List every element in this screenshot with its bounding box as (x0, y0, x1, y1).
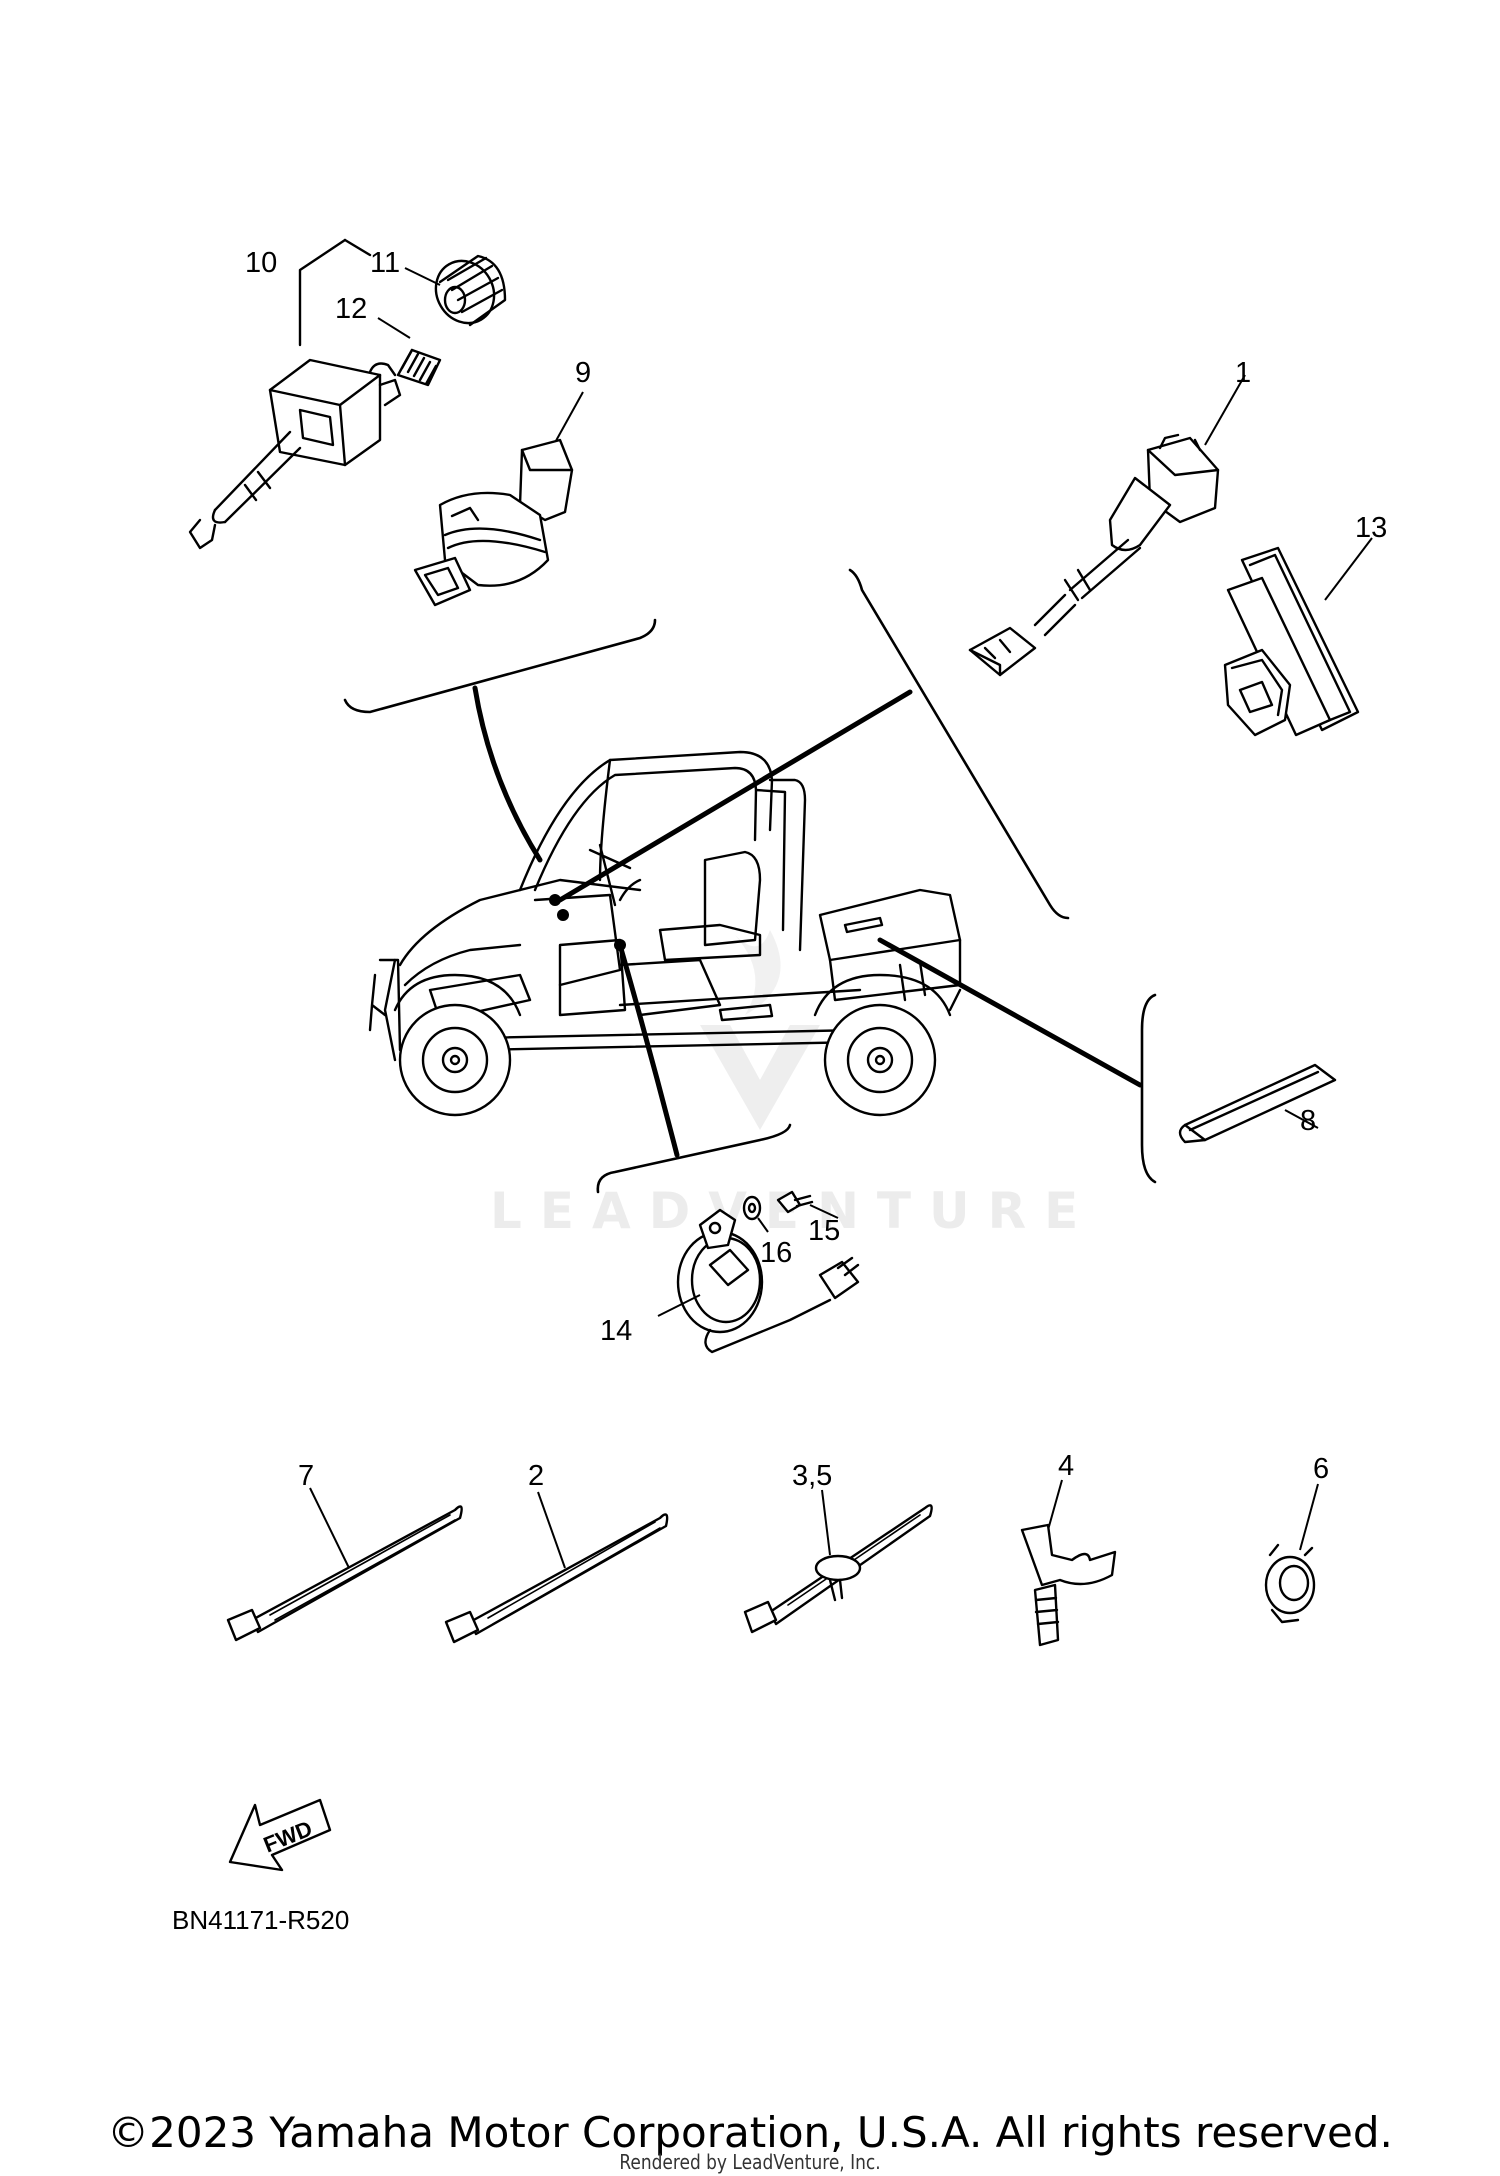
part-1-socket (968, 374, 1246, 677)
callout-3-5: 3,5 (792, 1460, 832, 1492)
leadventure-watermark: LEADVENTURE (490, 930, 1096, 1240)
callout-2: 2 (528, 1460, 544, 1492)
mount-point (614, 939, 626, 951)
watermark-text: LEADVENTURE (490, 1182, 1096, 1240)
fwd-arrow-icon: FWD (228, 1798, 332, 1872)
callout-15: 15 (808, 1215, 840, 1247)
part-14-horn (657, 1208, 860, 1354)
part-7-cable-tie (226, 1487, 463, 1642)
part-16-washer (742, 1195, 769, 1233)
callout-13: 13 (1355, 512, 1387, 544)
copyright-notice: ©2023 Yamaha Motor Corporation, U.S.A. A… (107, 2108, 1393, 2157)
callout-16: 16 (760, 1237, 792, 1269)
callout-6: 6 (1313, 1453, 1329, 1485)
bracket-leaders (472, 685, 1143, 1158)
utv-vehicle-outline (368, 750, 962, 1117)
part-9-switch (413, 391, 584, 607)
callout-8: 8 (1300, 1105, 1316, 1137)
diagram-code: BN41171-R520 (172, 1905, 350, 1935)
callout-9: 9 (575, 357, 591, 389)
part-3-5-cable-tie-clip (743, 1489, 933, 1634)
part-2-cable-tie (444, 1491, 669, 1644)
callout-10: 10 (245, 247, 277, 279)
callout-11: 11 (370, 247, 400, 279)
callout-12: 12 (335, 293, 367, 325)
part-10-switch-assembly (188, 238, 402, 550)
part-11-knob (404, 254, 507, 327)
mount-point (549, 894, 561, 906)
part-8-pad (1178, 1063, 1337, 1144)
callout-1: 1 (1235, 357, 1251, 389)
callout-4: 4 (1058, 1450, 1074, 1482)
rendered-by-note: Rendered by LeadVenture, Inc. (619, 2150, 881, 2174)
part-4-clip (1020, 1479, 1117, 1647)
part-13-bezel (1223, 537, 1373, 737)
mount-point (557, 909, 569, 921)
part-6-clip (1264, 1483, 1319, 1624)
part-15-bolt (776, 1190, 839, 1219)
callout-7: 7 (298, 1460, 314, 1492)
part-12-spring (377, 317, 442, 387)
bracket-lines (343, 568, 1157, 1194)
callout-labels: 10 11 12 9 1 13 8 15 16 14 7 2 3,5 4 6 (245, 247, 1387, 1492)
callout-14: 14 (600, 1315, 632, 1347)
